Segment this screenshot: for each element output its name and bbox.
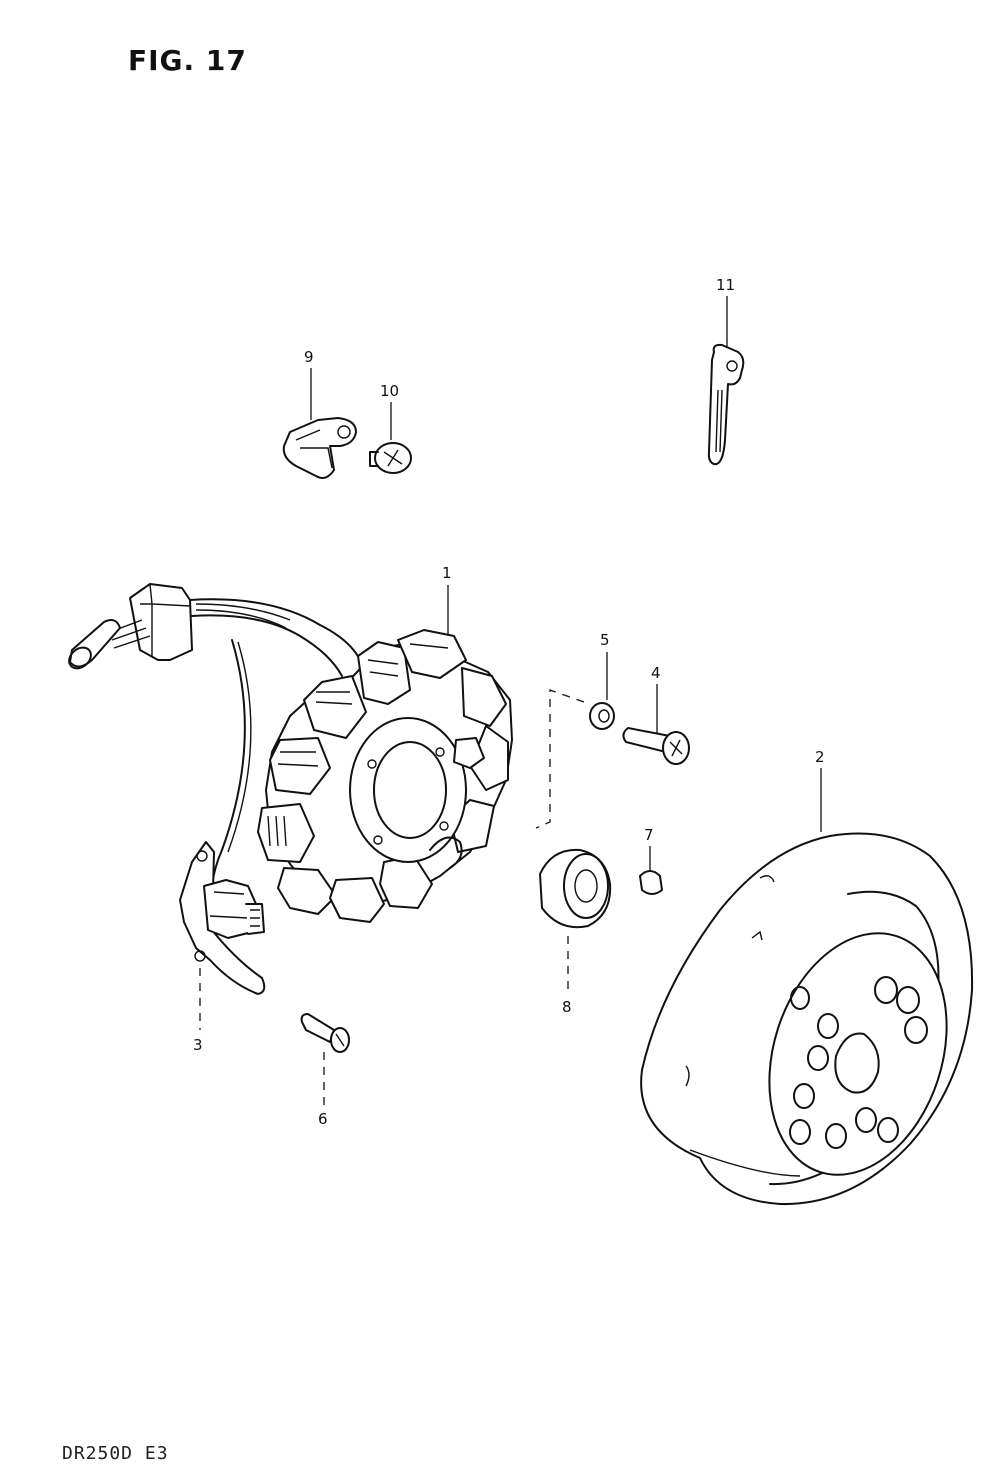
part-4-bolt (622, 684, 690, 765)
part-11-clamp (707, 296, 745, 466)
part-2-flywheel-rotor (640, 768, 974, 1206)
callout-3: 3 (193, 1036, 203, 1054)
part-9-bracket (282, 368, 357, 479)
part-1-stator-assembly (68, 583, 513, 923)
callout-9: 9 (304, 348, 314, 366)
callout-5: 5 (600, 631, 610, 649)
callout-8: 8 (562, 998, 572, 1016)
callout-1: 1 (442, 564, 452, 582)
callout-10: 10 (380, 382, 399, 400)
figure-title: FIG. 17 (128, 44, 247, 77)
footer-model-code: DR250D E3 (62, 1443, 169, 1464)
part-8-spacer (539, 848, 612, 996)
part-3-pickup-coil (179, 841, 266, 1030)
part-10-screw (369, 402, 412, 474)
part-6-screw (300, 1013, 350, 1110)
alignment-dashed-line (535, 689, 585, 829)
callout-2: 2 (815, 748, 825, 766)
callout-6: 6 (318, 1110, 328, 1128)
callout-7: 7 (644, 826, 654, 844)
callout-4: 4 (651, 664, 661, 682)
callout-11: 11 (716, 276, 735, 294)
part-7-key (639, 846, 663, 895)
part-5-washer (589, 652, 615, 730)
